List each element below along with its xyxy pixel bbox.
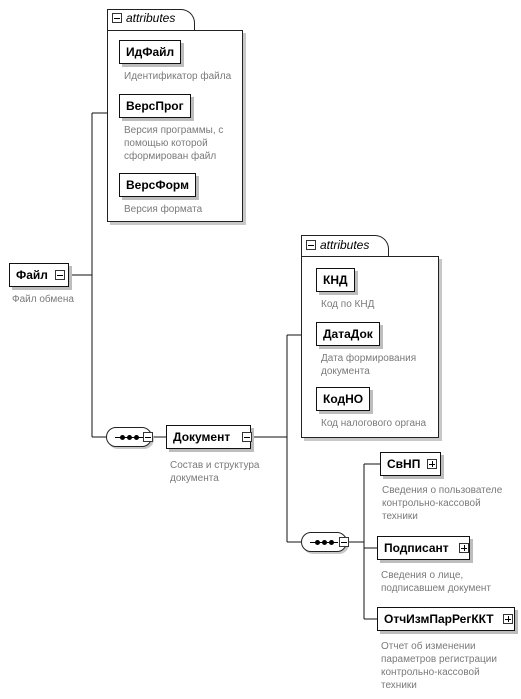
- expand-otchizmparregkkt-button[interactable]: [503, 614, 513, 624]
- attribute-kodno-description: Код налогового органа: [321, 418, 427, 429]
- attribute-versform-description: Версия формата: [124, 204, 203, 215]
- collapse-attributes-file-button[interactable]: [112, 13, 122, 23]
- attribute-knd-description: Код по КНД: [321, 299, 375, 310]
- expand-podpisant-button[interactable]: [459, 543, 469, 553]
- sequence-compositor-document: [301, 532, 347, 552]
- attributes-title-file: attributes: [126, 11, 176, 25]
- attribute-versprog[interactable]: ВерсПрог: [119, 94, 191, 118]
- element-svnp-description: Сведения о пользователе контрольно-кассо…: [382, 485, 503, 522]
- element-file-description: Файл обмена: [12, 294, 74, 305]
- collapse-sequence-document-button[interactable]: [339, 537, 349, 547]
- attribute-datadok-description: Дата формирования документа: [321, 353, 417, 377]
- collapse-sequence-file-button[interactable]: [143, 432, 153, 442]
- collapse-document-button[interactable]: [242, 432, 252, 442]
- expand-svnp-button[interactable]: [427, 459, 437, 469]
- element-otchizmparregkkt-description: Отчет об изменении параметров регистраци…: [381, 641, 497, 691]
- attribute-kodno[interactable]: КодНО: [316, 387, 371, 411]
- attribute-knd[interactable]: КНД: [316, 268, 355, 292]
- sequence-compositor-file: [106, 427, 152, 447]
- element-otchizmparregkkt[interactable]: ОтчИзмПарРегККТ: [377, 607, 515, 631]
- attributes-title-document: attributes: [320, 238, 370, 252]
- attribute-datadok[interactable]: ДатаДок: [316, 322, 380, 346]
- element-podpisant[interactable]: Подписант: [377, 536, 470, 560]
- attribute-versprog-description: Версия программы, с помощью которой сфор…: [124, 125, 224, 162]
- attributes-tab-file: [107, 9, 195, 31]
- element-podpisant-description: Сведения о лице, подписавшем документ: [381, 570, 492, 594]
- attributes-tab-document: [301, 235, 389, 257]
- attribute-idfile[interactable]: ИдФайл: [119, 40, 182, 64]
- element-document-description: Состав и структура документа: [170, 460, 260, 484]
- collapse-file-button[interactable]: [55, 270, 65, 280]
- element-document[interactable]: Документ: [166, 425, 252, 449]
- attribute-idfile-description: Идентификатор файла: [124, 71, 232, 82]
- collapse-attributes-document-button[interactable]: [306, 240, 316, 250]
- attribute-versform[interactable]: ВерсФорм: [119, 173, 196, 197]
